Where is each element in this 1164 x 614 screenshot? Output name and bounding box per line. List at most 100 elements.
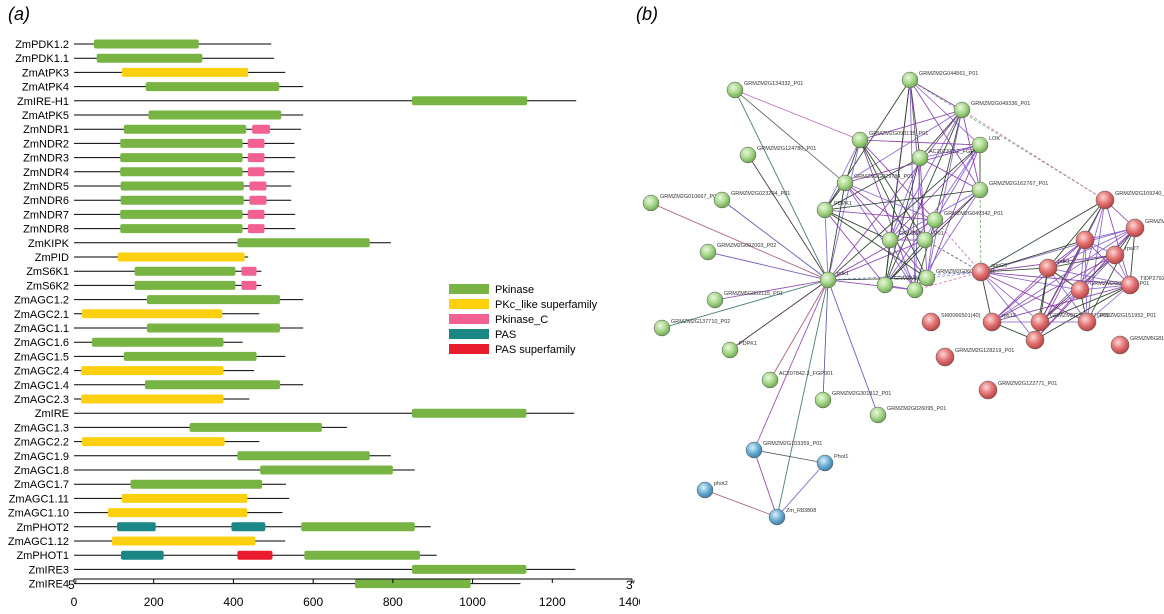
node-circle [1105, 245, 1125, 265]
node-circle [906, 281, 924, 299]
network-node[interactable]: GRMZM2G060001_P01 [918, 269, 995, 287]
network-node[interactable]: GRMZM2G128219_P01 [935, 347, 1014, 367]
network-node[interactable]: GRMZM2G353102_P01 [1030, 312, 1109, 332]
network-node[interactable]: P01 [916, 231, 944, 249]
node-label: GRMZM2G044846_P01 [1090, 281, 1149, 287]
network-node[interactable] [1075, 230, 1095, 250]
network-edge [919, 157, 981, 191]
domain-bar [130, 479, 263, 489]
gene-row: ZmAtPK4 [22, 82, 304, 94]
network-node[interactable]: AC207842.3_FGP001 [761, 371, 833, 389]
network-node[interactable]: PDPK1 [816, 201, 852, 219]
node-label: TIDP2792 [1140, 276, 1164, 282]
network-node[interactable]: GRMZM5G802115_P01 [706, 291, 783, 309]
node-label: PDPK1 [834, 201, 852, 207]
network-node[interactable]: SI60066501(40) [921, 312, 981, 332]
network-node[interactable]: GRMZM2G301812_P01 [814, 391, 891, 409]
gene-row: ZmNDR7 [23, 209, 296, 221]
gene-name: ZmAGC1.9 [14, 451, 69, 463]
gene-name: ZmPHOT2 [16, 522, 69, 534]
node-label: P01 [934, 231, 944, 237]
gene-row: ZmPDK1.2 [15, 39, 272, 51]
domain-bar [148, 110, 282, 120]
network-node[interactable]: pdk1 [1038, 258, 1070, 278]
network-node[interactable]: GRMZM2G044846_P01 [1070, 280, 1149, 300]
legend-label: Pkinase_C [495, 314, 548, 326]
network-node[interactable]: Phot1 [816, 454, 848, 472]
network-edge [1047, 267, 1131, 286]
network-node[interactable]: GRMZM2G026095_P01 [869, 406, 946, 424]
network-node[interactable]: GRMZM2G010667_P01 [642, 194, 719, 212]
network-node[interactable]: PDPK1 [721, 341, 757, 359]
gene-name: ZmNDR8 [23, 224, 69, 236]
gene-row: ZmAGC1.11 [9, 493, 290, 505]
network-node[interactable]: pdk1 [819, 271, 849, 289]
network-node[interactable]: GRMZM2G093135_P01 [851, 131, 928, 149]
gene-row: ZmAGC2.4 [14, 366, 255, 378]
network-node[interactable]: Zm_R83808 [768, 508, 816, 526]
node-label: GRMZM2 [899, 231, 923, 237]
node-label: GRMZM2G [1145, 219, 1164, 225]
network-node[interactable]: GRMZM2G092003_P02 [699, 243, 776, 261]
network-node[interactable]: GRMZM2G049336_P01 [953, 101, 1030, 119]
network-node[interactable]: TIDP2792 [1120, 275, 1164, 295]
network-node[interactable]: GRMZM2G137710_P02 [653, 319, 730, 337]
domain-bar [120, 181, 244, 191]
network-node[interactable]: appC6 [971, 262, 1007, 282]
node-label: GRMZM2G060001_P01 [936, 269, 995, 275]
network-node[interactable]: GRMZM2G044561_P01 [901, 71, 978, 89]
node-label: Zm_R83808 [786, 508, 816, 514]
network-node[interactable]: rps12 [982, 312, 1016, 332]
network-edge [909, 79, 981, 146]
network-node[interactable]: GRMZM2 [881, 231, 923, 249]
node-circle [814, 391, 832, 409]
network-node[interactable]: phot2 [696, 481, 728, 499]
network-edge [980, 271, 1036, 341]
node-circle [739, 146, 757, 164]
domain-bar [260, 465, 393, 475]
node-circle [816, 201, 834, 219]
network-edge [1047, 254, 1116, 269]
network-node[interactable]: LOK [971, 136, 1000, 154]
gene-row: ZmPHOT2 [16, 522, 431, 534]
network-node[interactable]: GRMZM2G [876, 276, 922, 294]
network-node[interactable]: GRMZM2G023204_P01 [713, 191, 790, 209]
network-edge [827, 219, 936, 281]
network-node[interactable]: GRMZM2G162767_P01 [971, 181, 1048, 199]
node-label: GRMZM2G124780_P01 [757, 146, 816, 152]
gene-row: ZmAGC1.7 [14, 479, 287, 491]
network-edge [769, 279, 829, 381]
node-label: PDPK1 [739, 341, 757, 347]
network-node[interactable]: rps27 [1105, 245, 1139, 265]
gene-name: ZmAtPK3 [22, 67, 69, 79]
gene-name: ZmAGC1.2 [14, 295, 69, 307]
domain-bar [411, 408, 527, 418]
gene-rows: ZmPDK1.2ZmPDK1.1ZmAtPK3ZmAtPK4ZmIRE-H1Zm… [8, 39, 577, 591]
network-node[interactable]: GRMZM2G122771_P01 [978, 380, 1057, 400]
network-edge [827, 109, 963, 281]
network-node[interactable]: GRMZM2G049342_P01 [926, 211, 1003, 229]
domain-bar [81, 366, 224, 376]
network-edge [1047, 267, 1088, 323]
network-node[interactable] [1025, 330, 1045, 350]
five-prime-label: 5′ [68, 578, 78, 592]
node-circle [1125, 218, 1145, 238]
network-node[interactable]: GRMZM2G103359_P01 [745, 441, 822, 459]
gene-name: ZmAGC2.2 [14, 437, 69, 449]
network-edge [991, 227, 1136, 323]
network-node[interactable]: AC207331.2_FGP003 [911, 149, 983, 167]
network-node[interactable]: GRMZM2G029784_P01 [836, 174, 913, 192]
node-circle [721, 341, 739, 359]
network-edge [934, 109, 963, 221]
domain-bar [123, 124, 247, 134]
network-node[interactable]: GRMZM2G151952_P01 [1077, 312, 1156, 332]
network-node[interactable]: GRMZM5G819524_P01 [1110, 335, 1164, 355]
network-node[interactable]: GRMZM2G134332_P01 [726, 81, 803, 99]
node-label: AC207331.2_FGP003 [929, 149, 983, 155]
node-circle [706, 291, 724, 309]
network-node[interactable]: GRMZM2G [1125, 218, 1164, 238]
domain-bar [189, 422, 322, 432]
network-node[interactable]: GRMZM2G124780_P01 [739, 146, 816, 164]
network-node[interactable]: GRMZM2G109240_P01 [1095, 190, 1164, 210]
network-edge [991, 267, 1049, 323]
